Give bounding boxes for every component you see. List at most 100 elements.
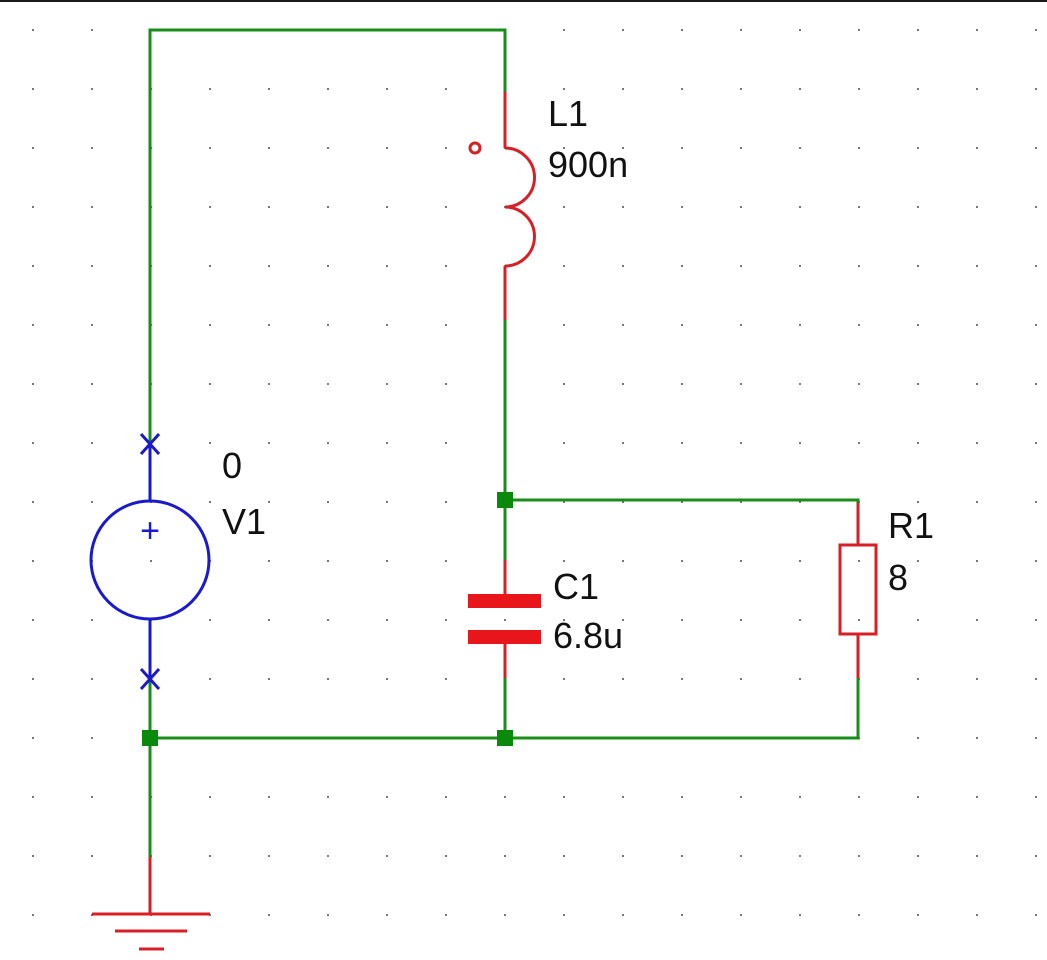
grid-dot (799, 619, 801, 621)
resistor-r1[interactable]: R1 8 (838, 503, 934, 678)
grid-dot (91, 29, 93, 31)
grid-dot (681, 265, 683, 267)
grid-dot (1035, 147, 1037, 149)
grid-dot (32, 265, 34, 267)
grid-dot (622, 383, 624, 385)
grid-dot (858, 88, 860, 90)
grid-dot (32, 796, 34, 798)
grid-dot (268, 855, 270, 857)
grid-dot (386, 383, 388, 385)
grid-dot (563, 560, 565, 562)
wire-r1-bottom[interactable] (148, 676, 860, 740)
inductor-polarity-dot-icon (468, 141, 482, 155)
grid-dot (740, 501, 742, 503)
grid-dot (858, 265, 860, 267)
grid-dot (917, 914, 919, 916)
grid-dot (976, 914, 978, 916)
grid-dot (91, 501, 93, 503)
grid-dot (681, 147, 683, 149)
grid-dot (740, 619, 742, 621)
grid-dot (917, 855, 919, 857)
grid-dot (563, 324, 565, 326)
grid-dot (91, 206, 93, 208)
grid-dot (976, 265, 978, 267)
inductor-l1[interactable]: L1 900n (468, 92, 628, 320)
grid-dot (1035, 442, 1037, 444)
grid-dot (799, 501, 801, 503)
grid-dot (740, 796, 742, 798)
grid-dot (268, 560, 270, 562)
voltage-source-v1[interactable]: + 0 V1 (89, 432, 266, 691)
capacitor-c1[interactable]: C1 6.8u (468, 560, 623, 678)
grid-dot (386, 324, 388, 326)
grid-dot (799, 383, 801, 385)
grid-dot (32, 147, 34, 149)
grid-dot (622, 501, 624, 503)
grid-dot (740, 324, 742, 326)
grid-dot (622, 88, 624, 90)
grid-dot (445, 383, 447, 385)
grid-dot (32, 88, 34, 90)
grid-dot (681, 29, 683, 31)
capacitor-value-label: 6.8u (553, 615, 623, 656)
wire-node-to-r1[interactable] (503, 498, 860, 505)
grid-dot (1035, 619, 1037, 621)
grid-dot (622, 914, 624, 916)
grid-dot (563, 265, 565, 267)
capacitor-plate-icon (468, 594, 541, 608)
grid-dot (681, 442, 683, 444)
grid-dot (268, 206, 270, 208)
grid-dot (681, 796, 683, 798)
grid-dot (327, 678, 329, 680)
grid-dot (563, 88, 565, 90)
grid-dot (209, 796, 211, 798)
grid-dot (327, 501, 329, 503)
grid-dot (858, 442, 860, 444)
grid-dot (917, 383, 919, 385)
grid-dot (799, 442, 801, 444)
grid-dot (504, 619, 506, 621)
grid-dot (268, 619, 270, 621)
grid-dot (327, 619, 329, 621)
grid-dot (799, 88, 801, 90)
grid-dot (976, 796, 978, 798)
grid-dot (681, 206, 683, 208)
grid-dot (91, 678, 93, 680)
grid-dot (32, 324, 34, 326)
grid-dot (91, 855, 93, 857)
grid-dot (386, 265, 388, 267)
source-plus-icon: + (140, 512, 160, 550)
grid-dot (799, 914, 801, 916)
resistor-ref-label: R1 (888, 505, 934, 546)
grid-dot (386, 796, 388, 798)
grid-dot (622, 678, 624, 680)
grid-dot (32, 737, 34, 739)
grid-dot (504, 914, 506, 916)
grid-dot (976, 560, 978, 562)
grid-dot (799, 265, 801, 267)
grid-dot (858, 29, 860, 31)
grid-dot (32, 855, 34, 857)
grid-dot (1035, 265, 1037, 267)
grid-dot (327, 147, 329, 149)
grid-dot (327, 88, 329, 90)
pin-cross-icon (139, 432, 161, 456)
grid-dot (327, 265, 329, 267)
source-ref-label: V1 (222, 501, 266, 542)
grid-dot (268, 678, 270, 680)
grid-dot (91, 737, 93, 739)
wire-top-loop[interactable] (148, 28, 507, 447)
grid-dot (209, 88, 211, 90)
grid-dot (386, 619, 388, 621)
grid-dot (740, 88, 742, 90)
grid-dot (91, 796, 93, 798)
grid-dot (976, 88, 978, 90)
grid-dot (740, 678, 742, 680)
grid-dot (268, 442, 270, 444)
resistor-value-label: 8 (888, 557, 908, 598)
ground-symbol[interactable] (92, 857, 210, 951)
grid-dot (799, 560, 801, 562)
grid-dot (799, 206, 801, 208)
grid-dot (740, 914, 742, 916)
